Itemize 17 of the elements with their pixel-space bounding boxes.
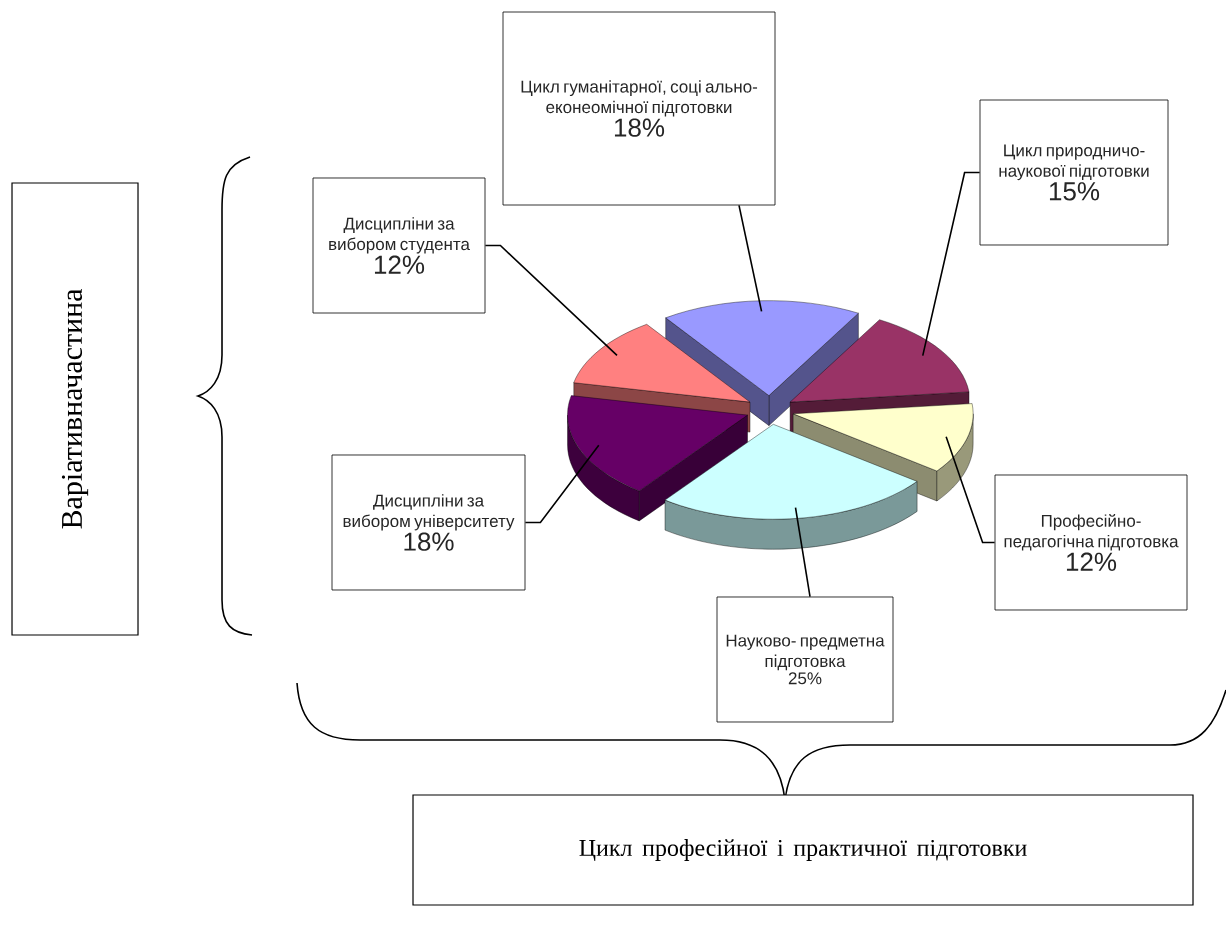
callout-box: Професійно- педагогічна підготовка 12% [994,474,1188,611]
pie-slice [665,300,859,426]
leader-line [524,444,600,524]
callout-box: Науково- предметна підготовка 25% [716,596,894,723]
leader-line [484,244,618,357]
leader-line [945,435,996,544]
callout-box: Цикл професійної і практичної підготовки [412,794,1194,906]
callout-box: Цикл природничо- наукової підготовки 15% [979,99,1169,246]
callout-box: Дисципліни за вибором університету 18% [331,454,526,591]
callout-box: Дисципліни за вибором студента 12% [312,177,486,314]
callout-box: Цикл гуманітарної, соці ально- еконеомічної підготовки 18% [502,11,776,206]
leader-line [794,506,811,598]
pie-slice [567,395,748,522]
leader-line [738,204,763,313]
pie-slice [664,424,918,550]
leader-line [921,171,981,357]
callout-box: Варіативначастина [11,182,139,636]
